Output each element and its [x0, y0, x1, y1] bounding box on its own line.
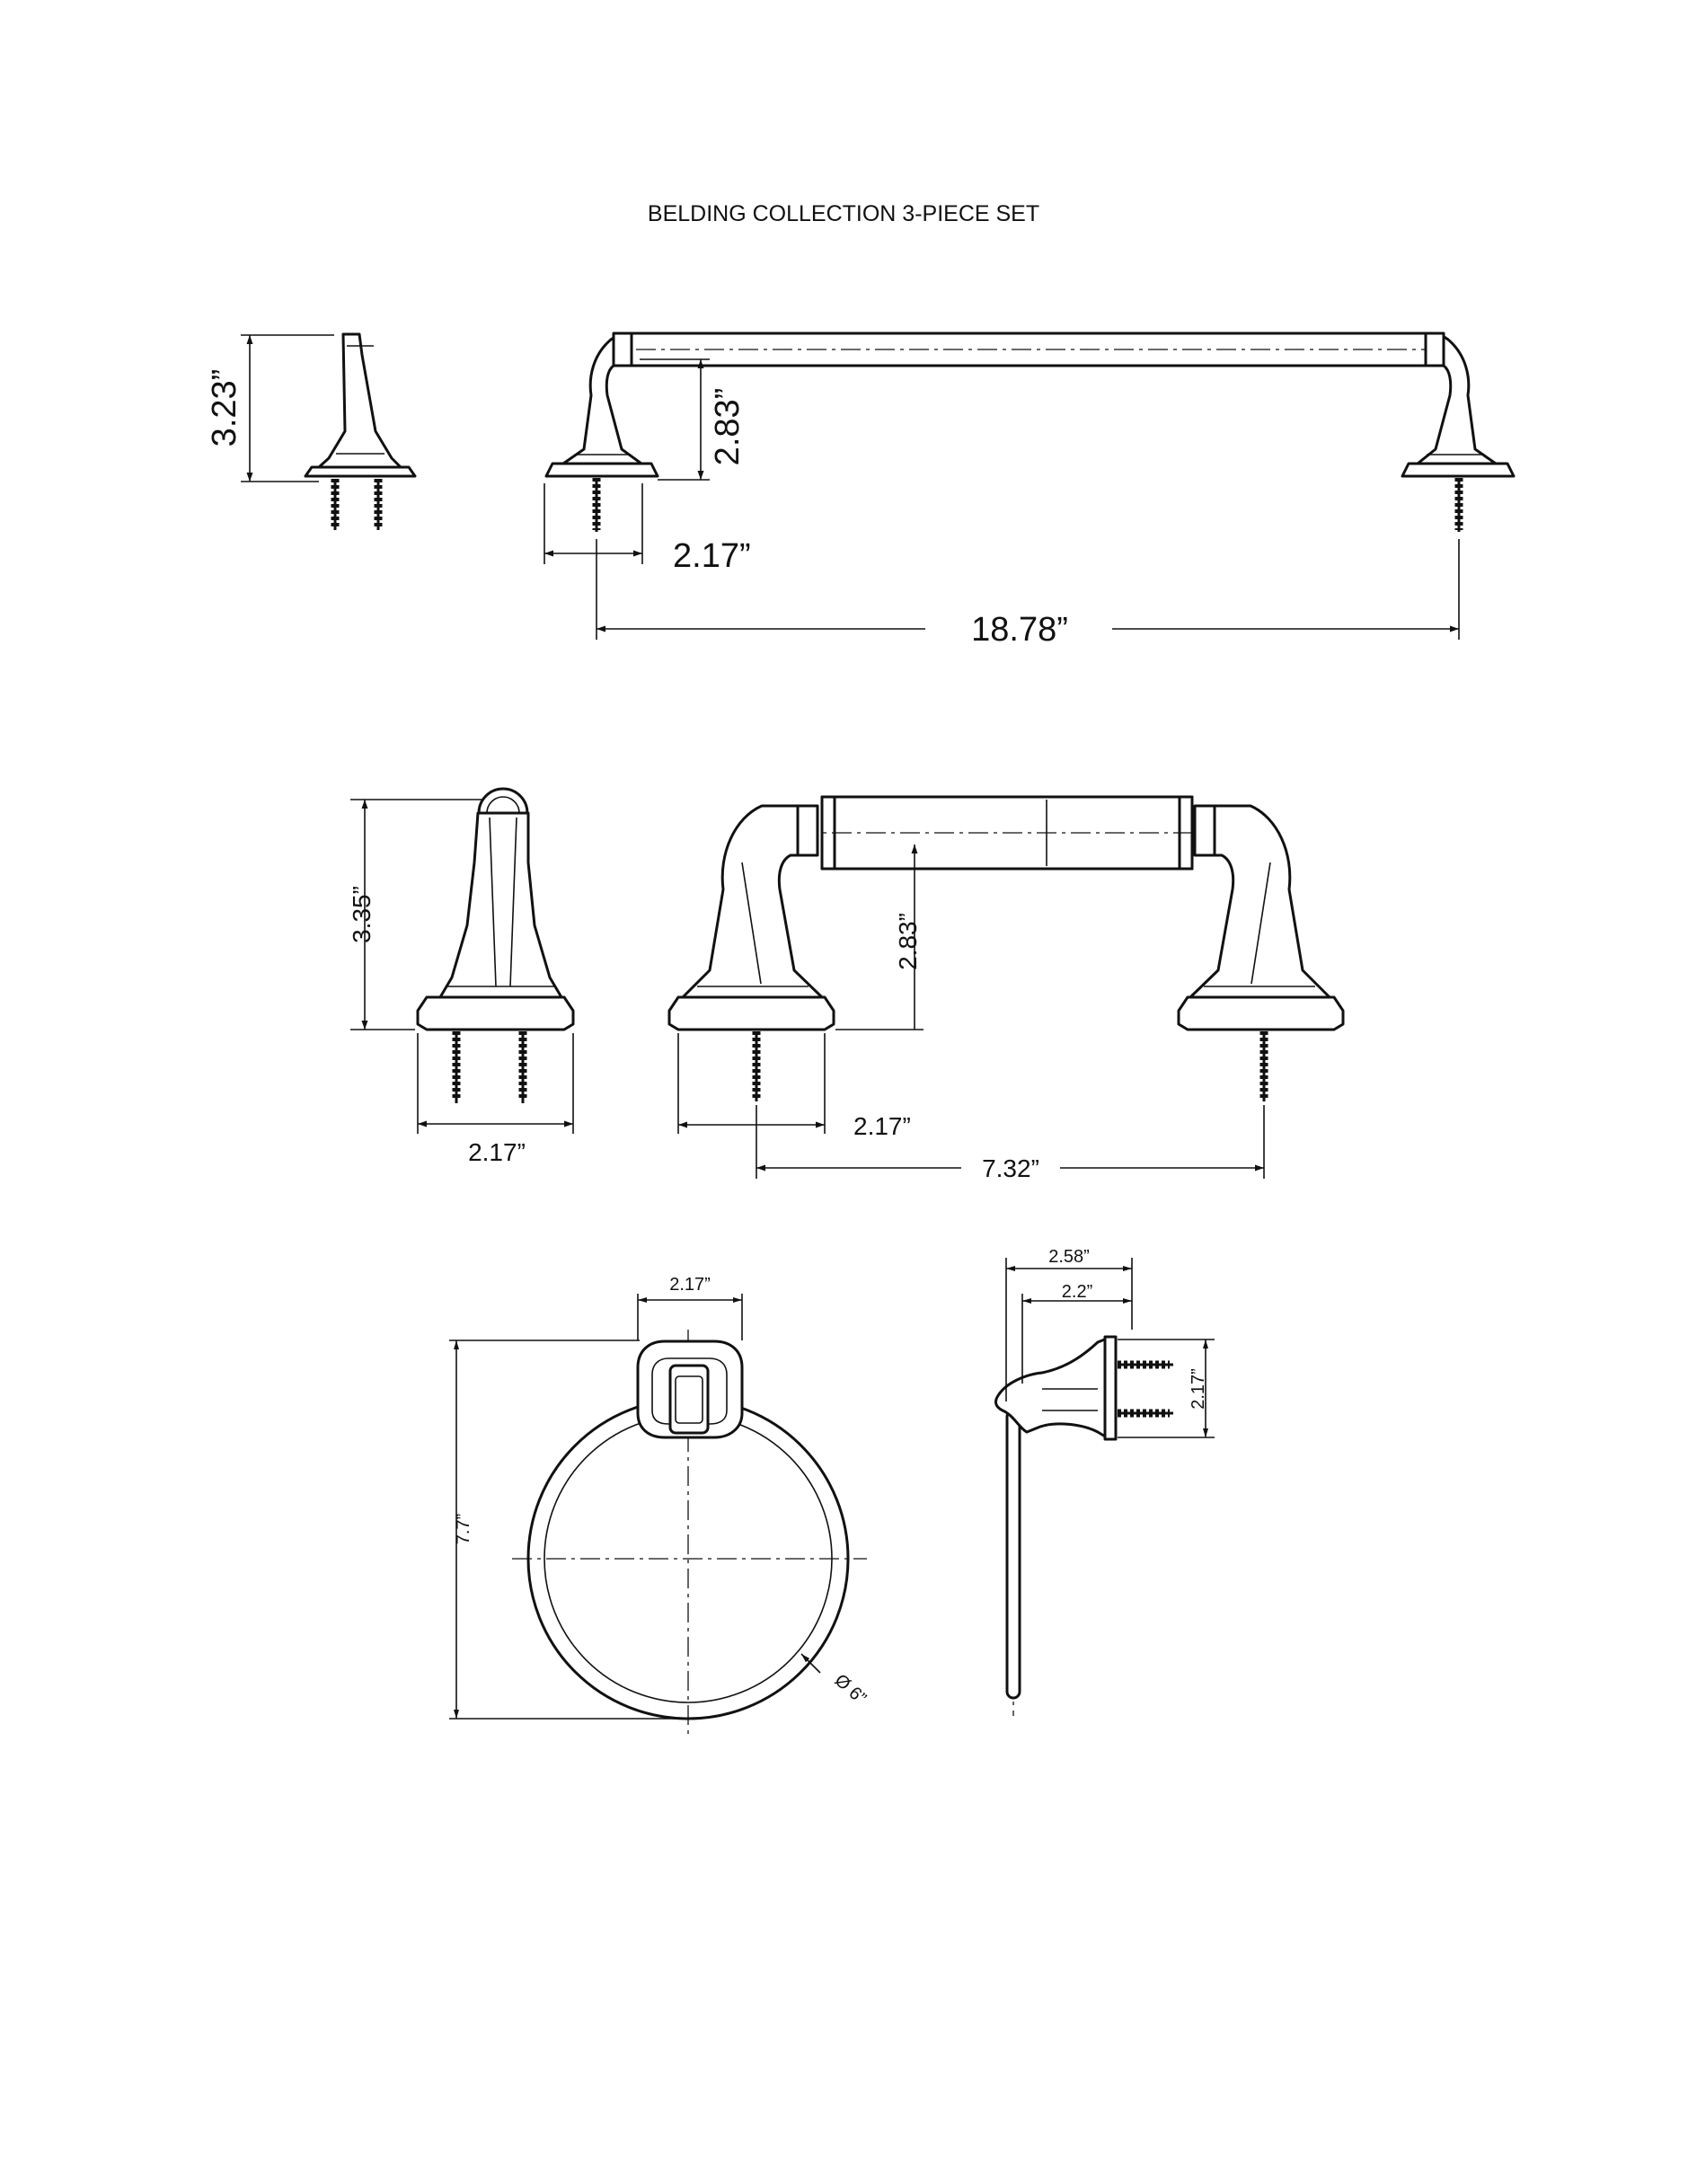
towel-ring-height-label: 7.7” — [454, 1514, 473, 1544]
towel-ring-front-view — [512, 1330, 867, 1734]
towel-bar-base-width-label: 2.17” — [673, 537, 751, 575]
towel-ring-side-view — [994, 1335, 1173, 1716]
paper-holder-side-view — [416, 787, 575, 1103]
towel-bar-side-height-dimension: 3.23” — [206, 334, 334, 482]
towel-bar-post-height-dimension: 2.83” — [640, 358, 747, 481]
towel-bar-front-view — [544, 332, 1516, 532]
towel-ring-side-mount-height-dimension: 2.17” — [1118, 1339, 1215, 1438]
towel-ring-side-projection-label: 2.58” — [1048, 1247, 1090, 1267]
paper-holder-side-width-dimension: 2.17” — [417, 1033, 574, 1166]
towel-ring-mount-width-label: 2.17” — [669, 1275, 711, 1295]
paper-holder-post-height-dimension: 2.83” — [835, 844, 924, 1030]
towel-bar-section: 3.23” 2.83” — [206, 332, 1516, 649]
towel-ring-diameter-label: Ø 6” — [831, 1670, 871, 1708]
paper-holder-side-height-label: 3.35” — [348, 886, 376, 943]
towel-bar-post-height-label: 2.83” — [709, 388, 747, 466]
paper-holder-side-width-label: 2.17” — [468, 1138, 526, 1166]
paper-holder-section: 3.35” 2.17” — [348, 787, 1345, 1182]
paper-holder-post-height-label: 2.83” — [894, 913, 922, 970]
paper-holder-base-width-dimension: 2.17” — [677, 1033, 911, 1140]
towel-ring-mount-width-dimension: 2.17” — [637, 1275, 743, 1340]
towel-ring-side-projection-dimension: 2.58” 2.2” — [1005, 1247, 1133, 1401]
towel-bar-base-width-dimension: 2.17” — [544, 483, 751, 575]
towel-bar-side-view — [304, 332, 417, 530]
towel-bar-overall-length-label: 18.78” — [971, 611, 1068, 649]
towel-ring-side-mount-height-label: 2.17” — [1189, 1368, 1208, 1410]
towel-ring-side-inner-projection-label: 2.2” — [1062, 1282, 1092, 1302]
paper-holder-base-width-label: 2.17” — [853, 1112, 911, 1140]
towel-bar-side-height-label: 3.23” — [206, 369, 243, 447]
paper-holder-overall-length-dimension: 7.32” — [756, 1105, 1265, 1182]
page-title: BELDING COLLECTION 3-PIECE SET — [648, 201, 1039, 226]
paper-holder-overall-length-label: 7.32” — [982, 1154, 1039, 1182]
towel-ring-section: 2.17” 7.7” Ø 6” — [449, 1247, 1215, 1734]
paper-holder-front-view — [667, 795, 1345, 1101]
towel-ring-height-dimension: 7.7” — [449, 1340, 688, 1720]
paper-holder-side-height-dimension: 3.35” — [348, 799, 483, 1030]
towel-bar-overall-length-dimension: 18.78” — [596, 539, 1460, 649]
